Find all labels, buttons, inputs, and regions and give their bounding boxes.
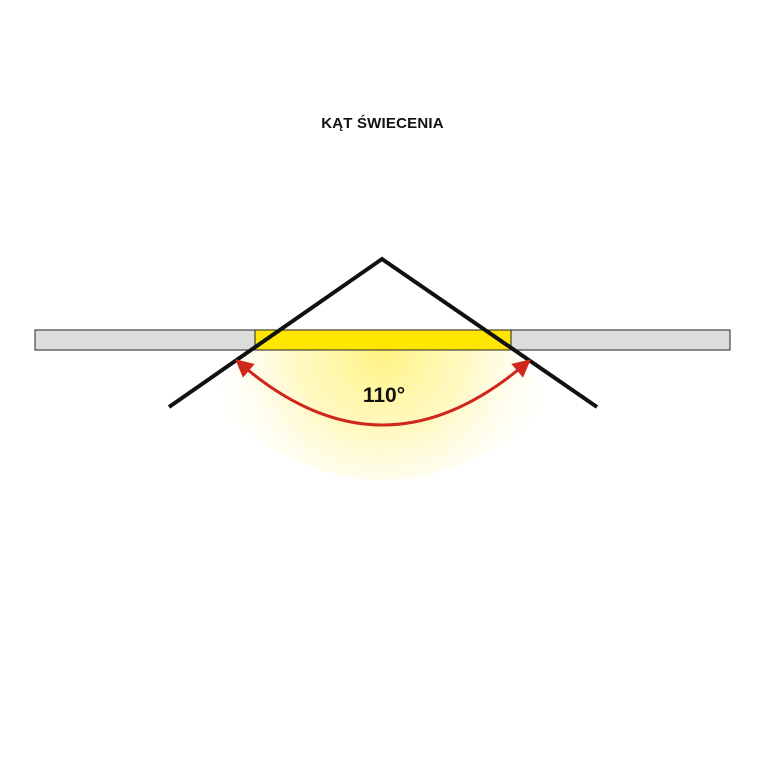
angle-arc	[235, 359, 531, 427]
diagram-title: KĄT ŚWIECENIA	[321, 115, 444, 132]
light-glow	[205, 350, 560, 480]
angle-label: 110°	[363, 384, 405, 407]
led-element	[254, 329, 512, 351]
beam-boundary-lines	[167, 256, 599, 409]
